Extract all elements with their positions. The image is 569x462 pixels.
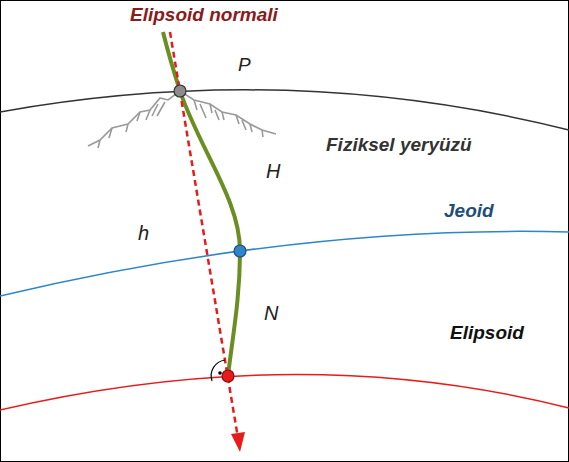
ellipsoid-point xyxy=(222,370,234,382)
undulation-label: N xyxy=(264,302,278,325)
height-label: h xyxy=(138,222,149,245)
ellipsoid-label: Elipsoid xyxy=(450,322,524,344)
arrowhead xyxy=(231,432,245,452)
right-angle-dot xyxy=(218,371,222,375)
ellipsoid-line xyxy=(0,374,569,410)
normal-label: Elipsoid normali xyxy=(130,4,278,26)
geoid-label: Jeoid xyxy=(444,200,494,222)
physical-surface-line xyxy=(0,90,569,130)
point-p xyxy=(174,85,186,97)
height-label: H xyxy=(266,160,280,183)
geoid-point xyxy=(234,245,246,257)
plumb-line xyxy=(163,32,240,376)
geoid-line xyxy=(0,231,569,296)
surface-label: Fiziksel yeryüzü xyxy=(326,134,472,156)
point-label: P xyxy=(238,54,251,76)
ellipsoid-normal xyxy=(170,32,238,438)
